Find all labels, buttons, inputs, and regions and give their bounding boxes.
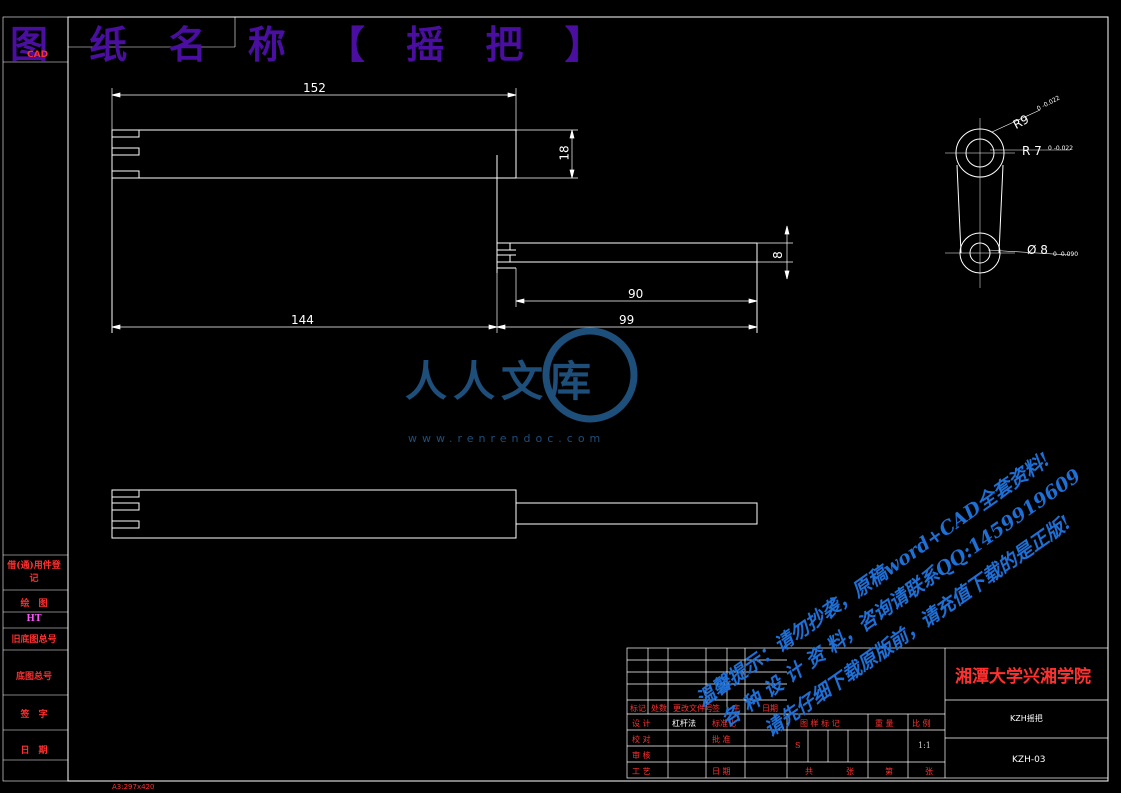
dim-d8: Ø 8 [1027,243,1048,257]
tb-scale-header: 比 例 [912,719,931,728]
rev-header-0: 标记 [630,704,646,713]
tb-mark-header: 图 样 标 记 [800,719,840,728]
dim-8: 8 [770,251,785,259]
crank-view [945,109,1071,288]
tb-check: 校 对 [632,735,651,744]
dim-144: 144 [291,313,314,327]
dim-18: 18 [557,145,572,161]
side-label-4: 底图总号 [15,672,52,682]
tb-mark-s: S [795,741,801,750]
dim-99: 99 [619,313,635,327]
tb-review: 审 核 [632,751,651,760]
rev-header-4: 字 [732,704,740,713]
tb-total: 共 [805,767,813,776]
drawing-number: KZH-03 [1012,755,1046,765]
school-name: 湘潭大学兴湘学院 [955,667,1091,687]
dim-d8-tol: 0 -0.090 [1053,251,1079,258]
front-view [111,129,758,333]
tb-sheets: 张 [846,767,854,776]
renrendoc-url: www.renrendoc.com [408,432,606,445]
tb-sheet: 张 [925,767,933,776]
side-label-3: 旧底图总号 [11,635,57,645]
tb-standard: 标准化 [712,719,736,728]
part-name: KZH摇把 [1010,714,1043,723]
sheet-size-note: A3:297x420 [112,783,155,791]
dim-r7-tol: 0 -0.022 [1048,145,1074,152]
dim-152: 152 [303,81,326,95]
dim-90: 90 [628,287,644,301]
title-block-grid [626,647,1109,779]
tb-nth: 第 [885,767,893,776]
side-label-1: 绘 图 [20,599,48,609]
cad-label: CAD [27,50,49,60]
rev-header-3: 签 [712,704,720,713]
tb-date: 日 期 [712,767,731,776]
tb-scale: 1:1 [918,741,931,750]
renrendoc-logo-circle [542,327,638,423]
drawing-title: 图 纸 名 称 【 摇 把 】 [10,22,617,67]
side-label-0: 借(通)用件登记 [7,561,61,584]
tb-design: 设 计 [632,719,651,728]
dimension-lines [111,88,793,333]
side-label-5: 签 字 [20,710,48,720]
side-label-2: HT [26,614,42,624]
renrendoc-logo: 人人文库 [405,357,598,406]
tb-designer: 杠杆法 [672,719,696,728]
rev-header-1: 处数 [651,704,667,713]
left-margin-frame [2,16,69,782]
top-view [111,489,758,539]
side-label-6: 日 期 [20,746,48,756]
rev-header-2: 更改文件号 [673,704,713,713]
tb-process: 工 艺 [632,767,651,776]
tb-approve: 批 准 [712,735,731,744]
rev-header-5: 日期 [762,704,778,713]
dim-r7: R 7 [1022,144,1042,158]
tb-weight-header: 重 量 [875,719,894,728]
